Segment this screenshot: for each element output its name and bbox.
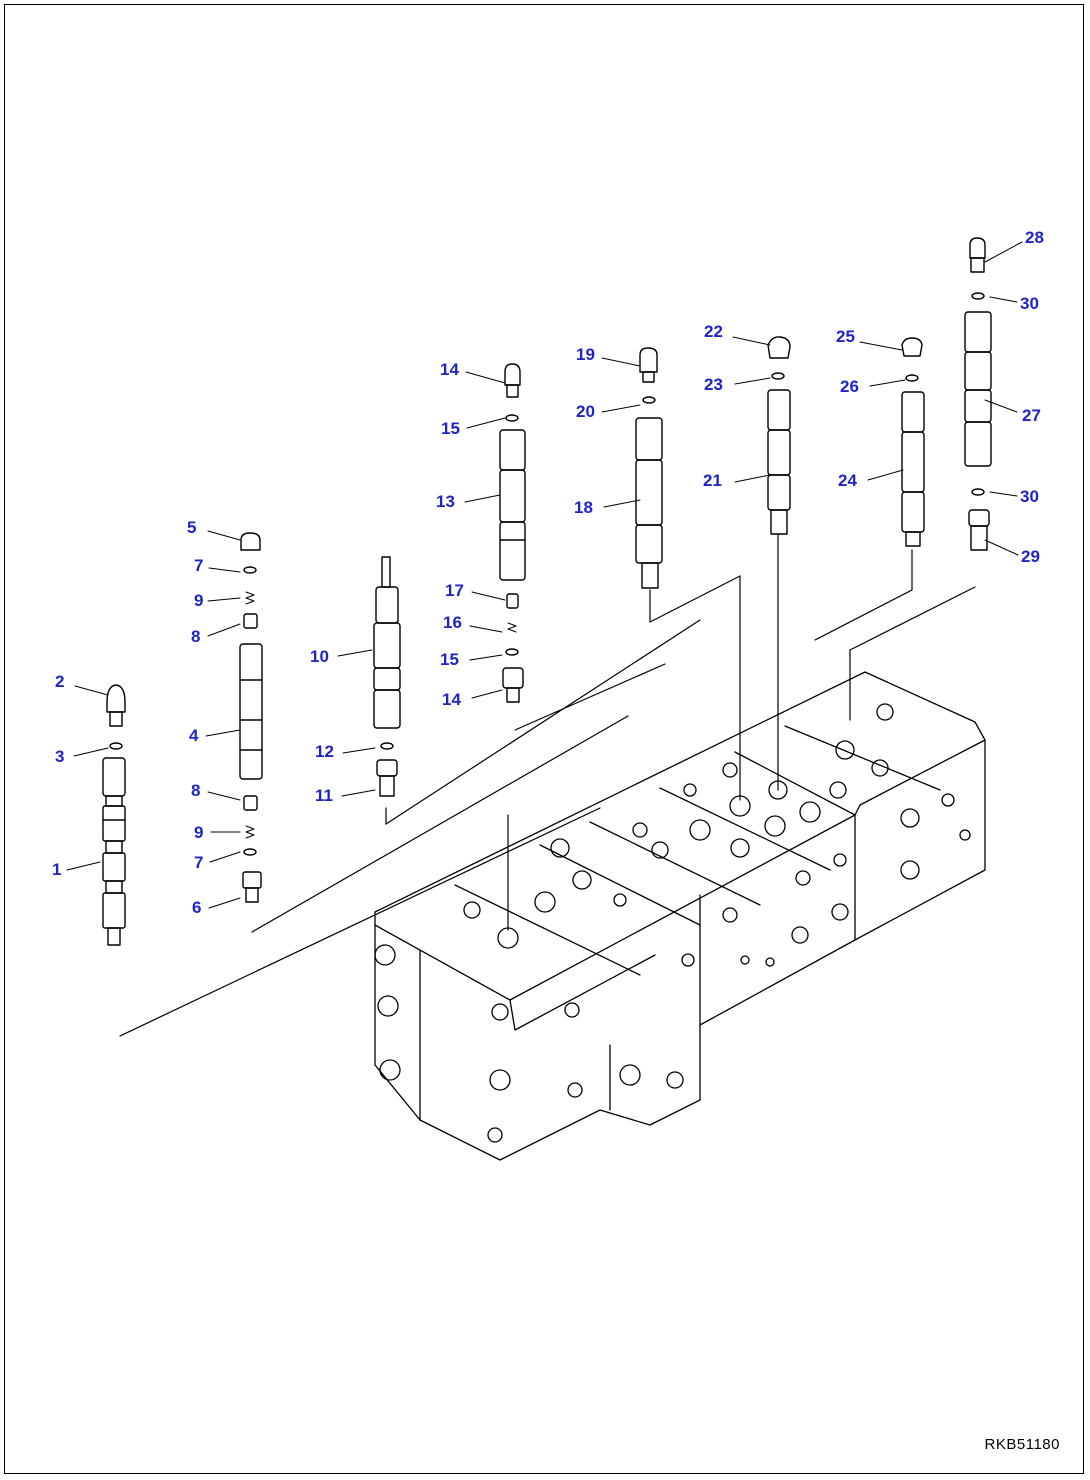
o-ring-part-7-bottom bbox=[243, 848, 257, 856]
callout-5: 5 bbox=[187, 518, 197, 537]
plug-part-22 bbox=[767, 336, 791, 359]
o-ring-part-15-bottom bbox=[505, 648, 519, 656]
callout-30: 30 bbox=[1020, 487, 1039, 506]
callout-2: 2 bbox=[55, 672, 65, 691]
spool-part-1 bbox=[102, 757, 126, 946]
callout-6: 6 bbox=[192, 898, 202, 917]
callout-7: 7 bbox=[194, 556, 204, 575]
callout-13: 13 bbox=[436, 492, 455, 511]
installation-axis-lines bbox=[119, 534, 976, 1037]
callout-26: 26 bbox=[840, 377, 859, 396]
o-ring-part-20 bbox=[642, 396, 656, 404]
callout-22: 22 bbox=[704, 322, 723, 341]
callout-15: 15 bbox=[440, 650, 459, 669]
o-ring-part-30-bottom bbox=[971, 488, 985, 496]
o-ring-part-23 bbox=[771, 372, 785, 380]
callout-8: 8 bbox=[191, 781, 201, 800]
plug-part-14-bottom bbox=[502, 667, 524, 703]
callout-9: 9 bbox=[194, 591, 204, 610]
spring-part-9-bottom bbox=[245, 825, 255, 839]
callout-25: 25 bbox=[836, 327, 855, 346]
callout-14: 14 bbox=[442, 690, 461, 709]
o-ring-part-26 bbox=[905, 374, 919, 382]
spool-part-13 bbox=[499, 429, 526, 581]
callout-20: 20 bbox=[576, 402, 595, 421]
callout-12: 12 bbox=[315, 742, 334, 761]
callout-27: 27 bbox=[1022, 406, 1041, 425]
o-ring-part-12 bbox=[380, 742, 394, 750]
callout-15: 15 bbox=[441, 419, 460, 438]
callout-21: 21 bbox=[703, 471, 722, 490]
drawing-frame bbox=[4, 4, 1084, 1474]
spool-part-10 bbox=[373, 556, 401, 729]
o-ring-part-30-top bbox=[971, 292, 985, 300]
callout-4: 4 bbox=[189, 726, 199, 745]
spool-part-4 bbox=[239, 643, 263, 780]
plug-part-11 bbox=[376, 759, 398, 797]
sleeve-part-27 bbox=[964, 311, 992, 467]
callout-10: 10 bbox=[310, 647, 329, 666]
spool-part-24 bbox=[901, 391, 925, 547]
plug-part-14-top bbox=[504, 363, 521, 398]
spring-part-9-top bbox=[245, 591, 255, 605]
spring-part-16 bbox=[507, 622, 517, 633]
plug-part-25 bbox=[901, 337, 923, 357]
callout-19: 19 bbox=[576, 345, 595, 364]
plug-part-6 bbox=[242, 871, 262, 903]
callout-11: 11 bbox=[315, 786, 333, 805]
control-valve-body bbox=[374, 671, 986, 1161]
callout-3: 3 bbox=[55, 747, 65, 766]
seat-part-8-top bbox=[243, 613, 258, 629]
seat-part-8-bottom bbox=[243, 795, 258, 811]
o-ring-part-3 bbox=[109, 742, 123, 750]
plug-part-29 bbox=[968, 509, 990, 551]
callout-29: 29 bbox=[1021, 547, 1040, 566]
plug-part-2 bbox=[106, 684, 126, 727]
o-ring-part-15-top bbox=[505, 414, 519, 422]
callout-23: 23 bbox=[704, 375, 723, 394]
plug-part-19 bbox=[639, 347, 658, 383]
callout-24: 24 bbox=[838, 471, 857, 490]
callout-16: 16 bbox=[443, 613, 462, 632]
callout-1: 1 bbox=[52, 860, 62, 879]
plug-part-5 bbox=[240, 532, 261, 551]
spool-part-21 bbox=[767, 389, 791, 535]
piston-part-17 bbox=[506, 593, 519, 609]
drawing-code: RKB51180 bbox=[984, 1436, 1060, 1453]
leader-lines bbox=[66, 241, 1023, 909]
callout-9: 9 bbox=[194, 823, 204, 842]
plug-part-28 bbox=[969, 237, 986, 273]
callout-7: 7 bbox=[194, 853, 204, 872]
callout-30: 30 bbox=[1020, 294, 1039, 313]
callout-14: 14 bbox=[440, 360, 459, 379]
callout-8: 8 bbox=[191, 627, 201, 646]
callout-18: 18 bbox=[574, 498, 593, 517]
o-ring-part-7-top bbox=[243, 566, 257, 574]
callout-17: 17 bbox=[445, 581, 464, 600]
callout-28: 28 bbox=[1025, 228, 1044, 247]
spool-part-18 bbox=[635, 417, 663, 589]
